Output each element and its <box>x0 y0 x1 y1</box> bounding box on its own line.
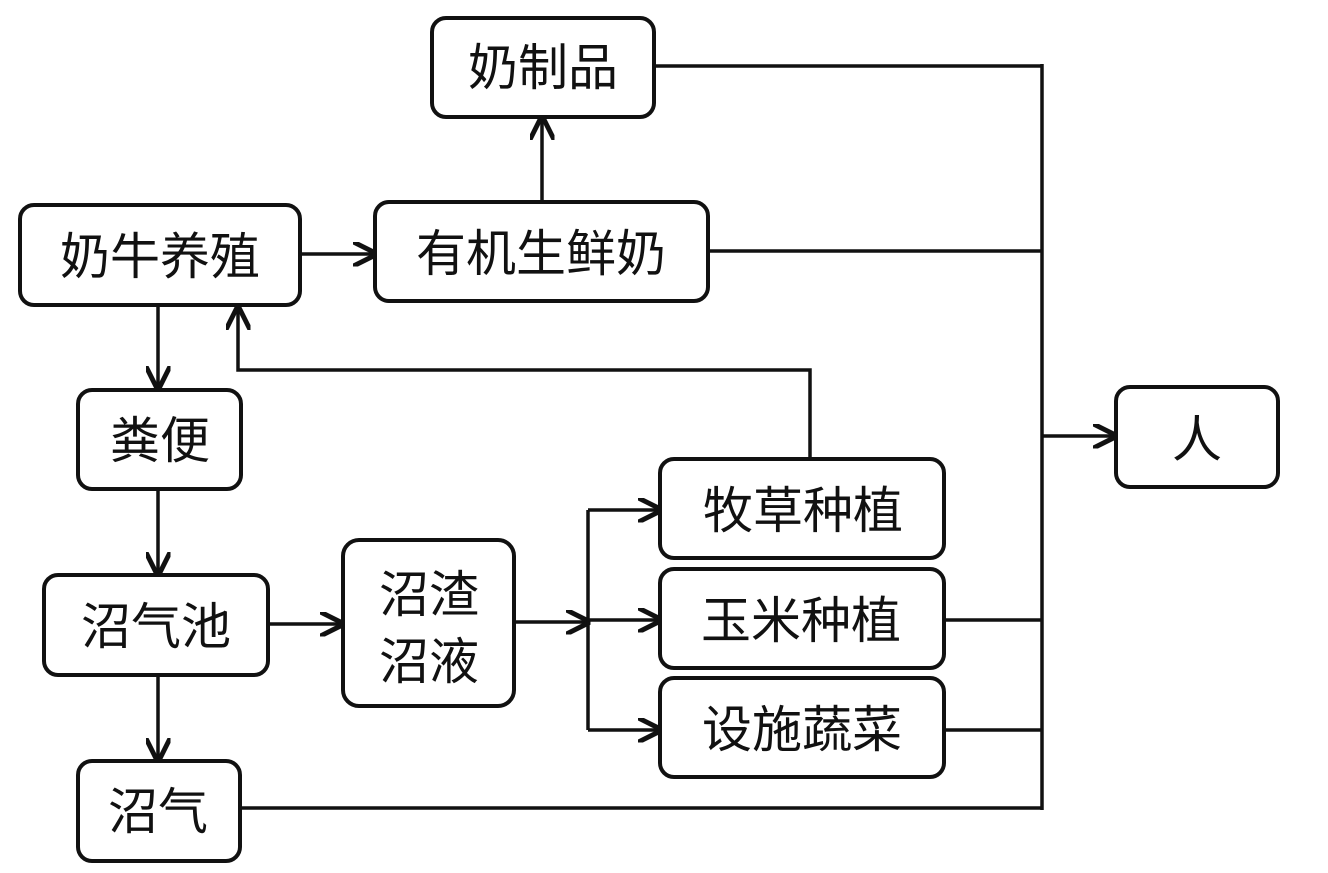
node-label: 奶牛养殖 <box>60 228 260 286</box>
node-organic-milk: 有机生鲜奶 <box>373 200 710 303</box>
node-label: 有机生鲜奶 <box>416 225 666 283</box>
node-label: 人 <box>1172 411 1222 469</box>
arrow-forage-to-farming <box>238 308 812 458</box>
node-label-line2: 沼液 <box>379 633 479 691</box>
node-label: 设施蔬菜 <box>702 701 902 759</box>
node-label: 沼气 <box>108 783 208 841</box>
node-residue-liquid: 沼渣 沼液 <box>341 538 516 708</box>
node-corn: 玉米种植 <box>658 567 946 670</box>
node-label-line1: 沼渣 <box>379 566 479 624</box>
node-dairy-products: 奶制品 <box>430 16 656 119</box>
connectors <box>158 64 1115 810</box>
node-vegetables: 设施蔬菜 <box>658 676 946 779</box>
node-label: 粪便 <box>110 412 210 470</box>
node-forage: 牧草种植 <box>658 457 946 560</box>
node-biogas-digester: 沼气池 <box>42 573 270 677</box>
node-label: 沼气池 <box>81 598 231 656</box>
node-label: 玉米种植 <box>701 592 901 650</box>
node-biogas: 沼气 <box>76 759 242 863</box>
node-manure: 粪便 <box>76 388 243 491</box>
node-label: 奶制品 <box>468 39 618 97</box>
node-label: 牧草种植 <box>703 482 903 540</box>
node-human: 人 <box>1114 385 1280 489</box>
node-dairy-farming: 奶牛养殖 <box>18 203 302 307</box>
